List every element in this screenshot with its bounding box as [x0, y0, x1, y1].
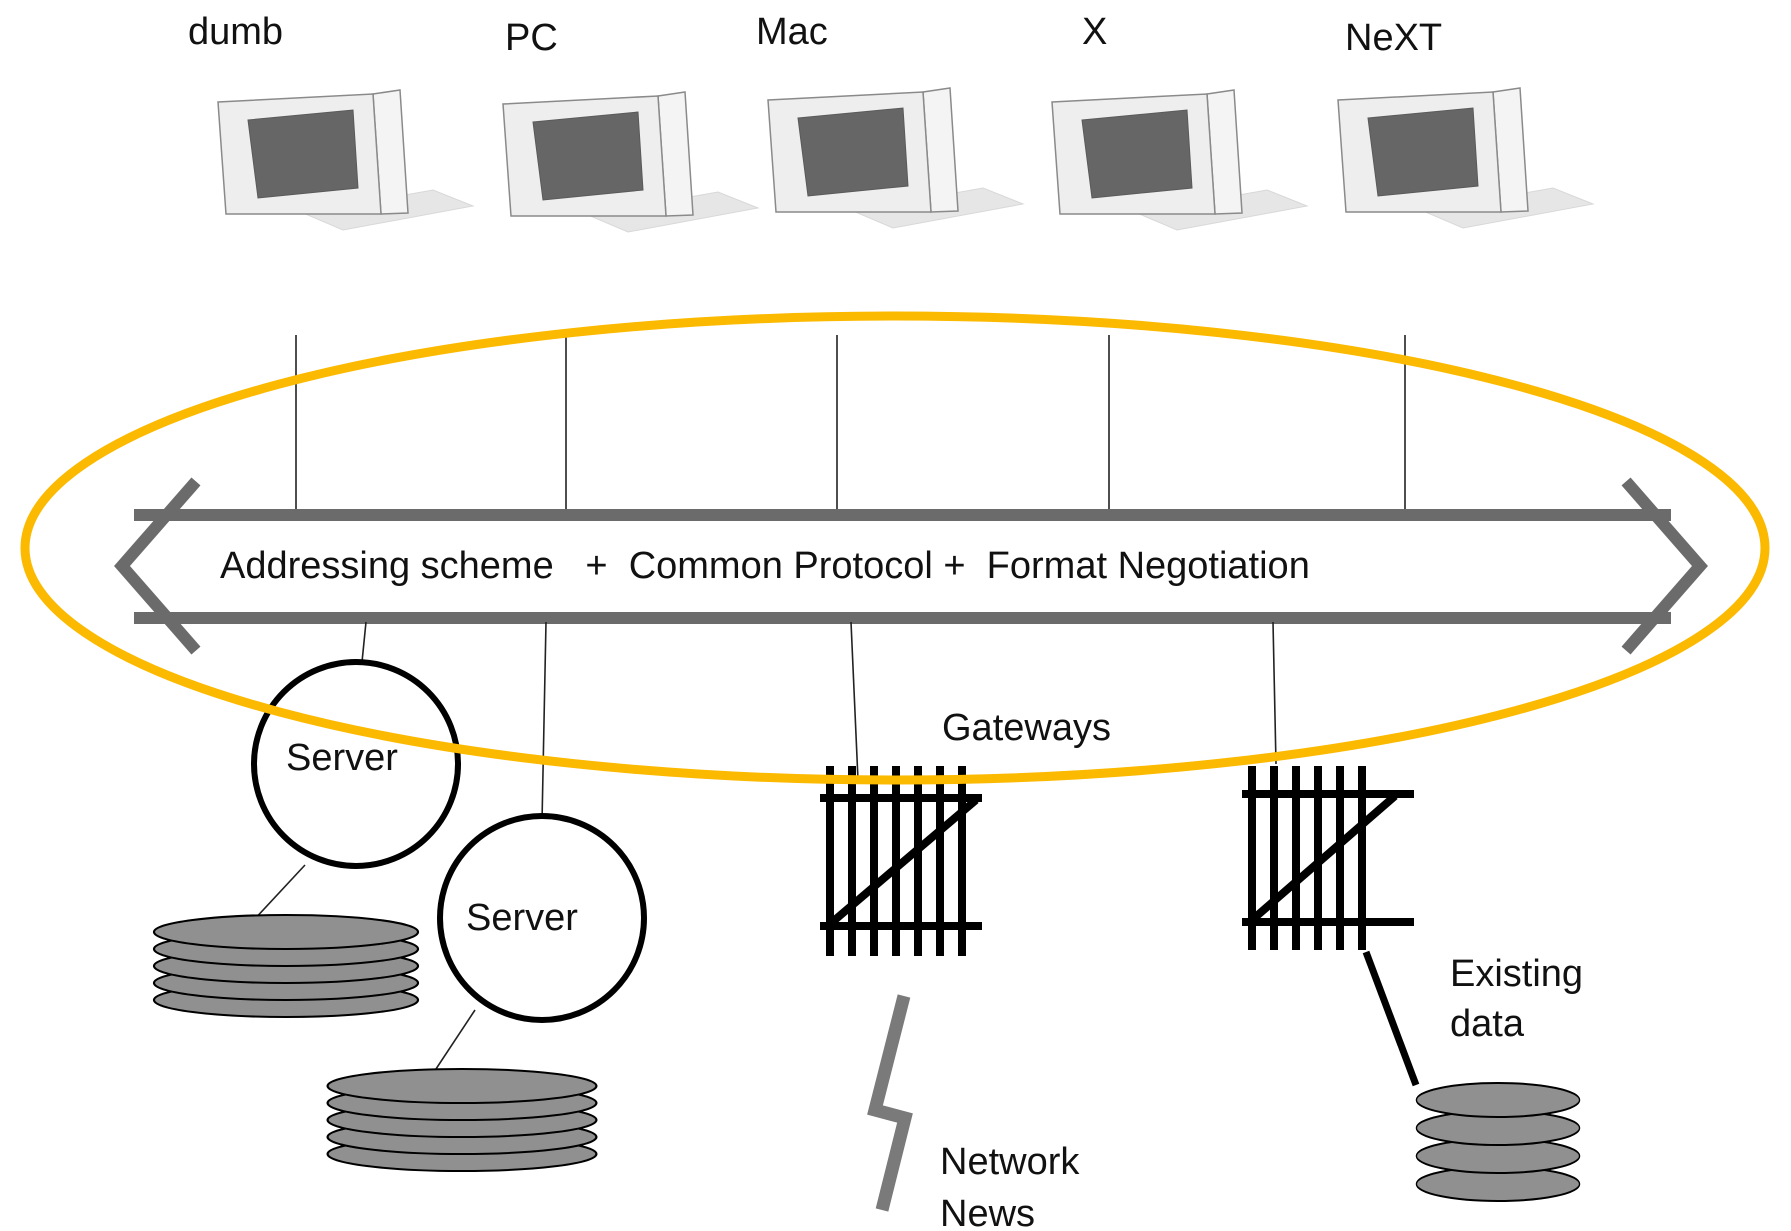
client-label-mac: Mac: [756, 11, 828, 53]
disk-stack-icon: [1415, 1082, 1581, 1202]
gateway-2: [1242, 766, 1414, 950]
server-1: Server: [152, 659, 461, 1019]
bus-double-arrow: Addressing scheme + Common Protocol + Fo…: [114, 477, 1708, 655]
client-pc: PC: [502, 17, 759, 233]
lightning-icon: [867, 994, 913, 1212]
existing-data-label-line2: data: [1450, 1003, 1525, 1045]
client-mac: Mac: [756, 11, 1024, 229]
server-label-2: Server: [466, 897, 578, 939]
client-next: NeXT: [1337, 17, 1594, 229]
disk-stack-icon: [152, 913, 420, 1019]
server-2: Server: [326, 813, 647, 1173]
client-label-dumb: dumb: [188, 11, 283, 53]
client-dumb: dumb: [188, 11, 474, 231]
existing-data-label-line1: Existing: [1450, 953, 1583, 995]
client-label-next: NeXT: [1345, 17, 1442, 59]
bottom-connectors: [361, 621, 1277, 823]
server-label-1: Server: [286, 737, 398, 779]
computer-icon: [217, 89, 474, 231]
network-news-label-line2: News: [940, 1193, 1035, 1231]
gate-icon: [1242, 766, 1414, 950]
computer-icon: [1337, 87, 1594, 229]
highlight-ellipse: [20, 311, 1770, 785]
existing-data: Existing data: [1362, 950, 1583, 1202]
client-label-pc: PC: [505, 17, 558, 59]
gate-icon: [820, 766, 982, 956]
computer-icon: [767, 87, 1024, 229]
disk-stack-icon: [326, 1067, 598, 1173]
client-connectors: [295, 335, 1406, 515]
gateways-label: Gateways: [942, 707, 1111, 749]
server-circle-icon: [437, 813, 647, 1023]
gateway-1: Gateways: [820, 707, 1111, 956]
network-news: Network News: [867, 994, 1080, 1231]
computer-icon: [1051, 89, 1308, 231]
double-arrow-icon: [114, 477, 1708, 655]
client-label-x: X: [1082, 11, 1107, 53]
network-news-label-line1: Network: [940, 1141, 1080, 1183]
computer-icon: [502, 91, 759, 233]
server-circle-icon: [251, 659, 461, 869]
client-x: X: [1051, 11, 1308, 231]
bus-label: Addressing scheme + Common Protocol + Fo…: [220, 545, 1310, 587]
